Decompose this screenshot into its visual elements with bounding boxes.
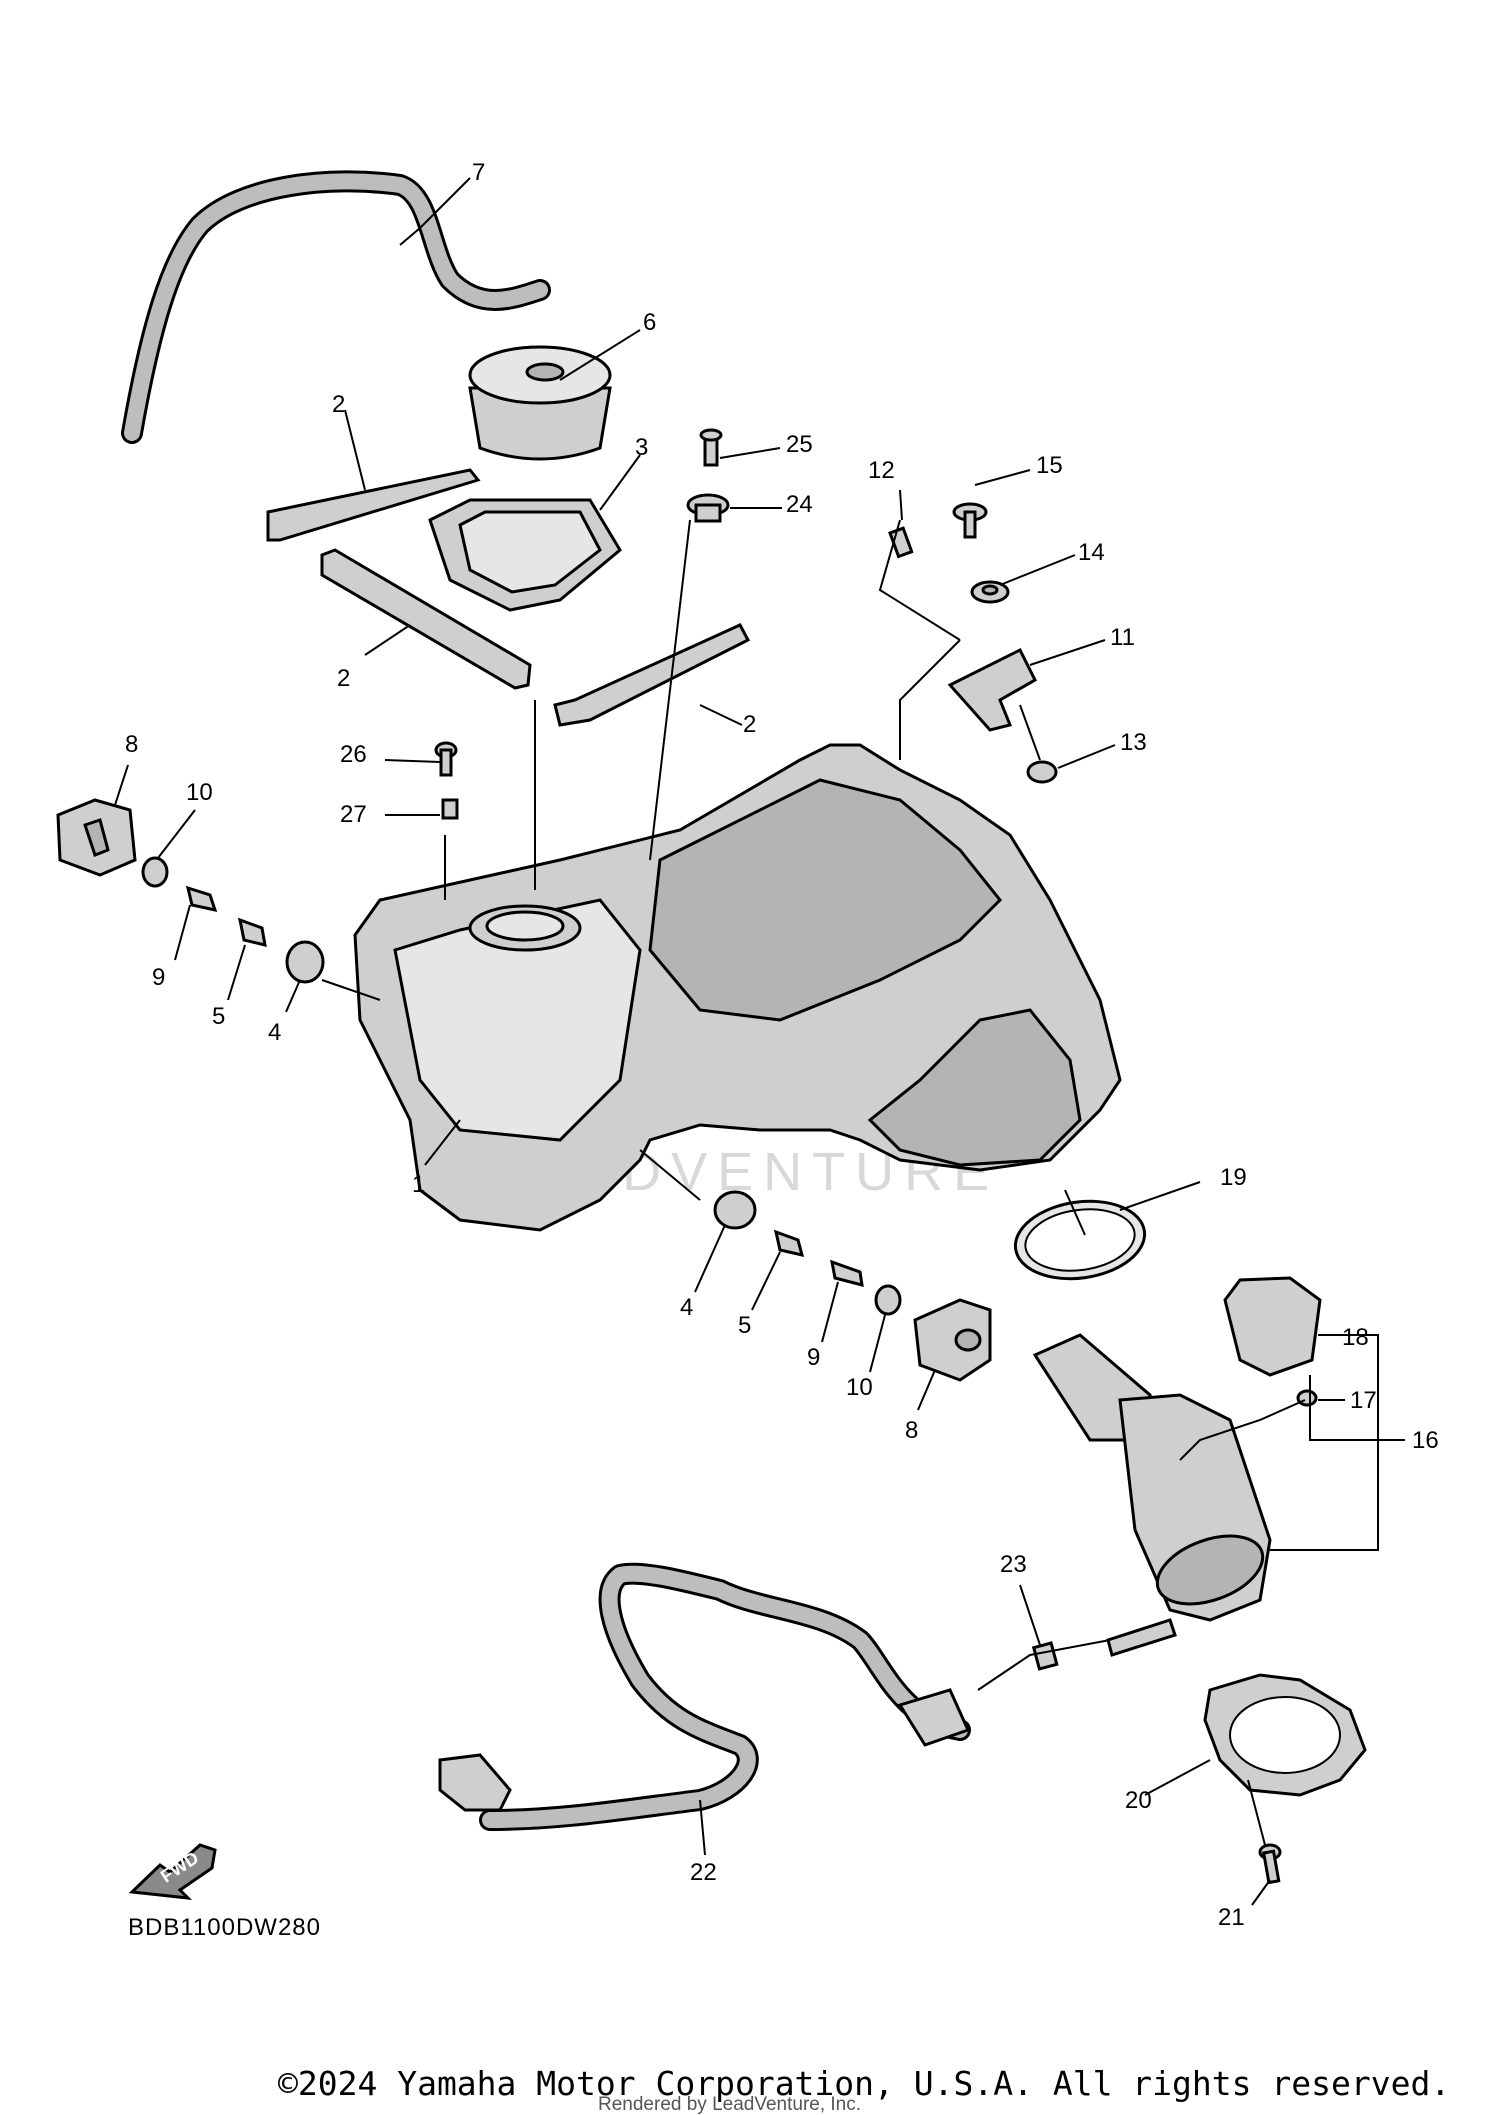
callout-11: 11 bbox=[1110, 624, 1135, 651]
part-4-damper-left[interactable] bbox=[285, 940, 325, 984]
callout-25: 25 bbox=[786, 431, 813, 458]
part-19-o-ring[interactable] bbox=[1010, 1193, 1149, 1286]
callout-8a: 8 bbox=[125, 731, 138, 758]
part-14-collar[interactable] bbox=[970, 580, 1010, 604]
callout-1: 1 bbox=[412, 1171, 425, 1198]
callout-23: 23 bbox=[1000, 1551, 1027, 1578]
callout-9a: 9 bbox=[152, 964, 165, 991]
callout-15: 15 bbox=[1036, 452, 1063, 479]
part-9-bolt-left[interactable] bbox=[185, 885, 218, 913]
callout-3: 3 bbox=[635, 434, 648, 461]
callout-6: 6 bbox=[643, 309, 656, 336]
part-1-fuel-tank[interactable] bbox=[353, 743, 1122, 1232]
part-6-fuel-cap[interactable] bbox=[468, 345, 612, 461]
part-3-cap-cover[interactable] bbox=[428, 498, 622, 612]
callout-16: 16 bbox=[1412, 1427, 1439, 1454]
part-2-protector-upper[interactable] bbox=[266, 468, 481, 542]
callout-5b: 5 bbox=[738, 1312, 751, 1339]
part-8-cover-left[interactable] bbox=[56, 798, 137, 877]
part-15-bolt[interactable] bbox=[952, 502, 988, 539]
callout-12: 12 bbox=[868, 457, 895, 484]
callout-13: 13 bbox=[1120, 729, 1147, 756]
callout-22: 22 bbox=[690, 1859, 717, 1886]
part-18-filter[interactable] bbox=[1223, 1276, 1322, 1377]
diagram-code: BDB1100DW280 bbox=[128, 1914, 321, 1941]
part-10-washer-left[interactable] bbox=[141, 856, 169, 888]
part-24-damper[interactable] bbox=[686, 493, 730, 523]
renderer-credit: Rendered by LeadVenture, Inc. bbox=[598, 2094, 861, 2115]
callout-27: 27 bbox=[340, 801, 367, 828]
part-2-protector-middle[interactable] bbox=[320, 548, 532, 690]
callout-18: 18 bbox=[1342, 1324, 1369, 1351]
part-11-bracket[interactable] bbox=[947, 647, 1037, 732]
part-23-clamp[interactable] bbox=[1031, 1641, 1059, 1671]
callout-14: 14 bbox=[1078, 539, 1105, 566]
callout-24: 24 bbox=[786, 491, 813, 518]
part-8-cover-right[interactable] bbox=[913, 1298, 992, 1382]
callout-20: 20 bbox=[1125, 1787, 1152, 1814]
callout-9b: 9 bbox=[807, 1344, 820, 1371]
part-16-fuel-pump-assy[interactable] bbox=[1032, 1333, 1272, 1657]
part-25-screw[interactable] bbox=[699, 428, 723, 467]
callout-2b: 2 bbox=[337, 665, 350, 692]
callout-2a: 2 bbox=[332, 391, 345, 418]
part-2-protector-lower[interactable] bbox=[553, 623, 751, 727]
copyright-notice: ©2024 Yamaha Motor Corporation, U.S.A. A… bbox=[278, 2064, 1450, 2103]
callouts: 7 6 2 3 2 2 25 24 12 15 14 11 13 26 27 8… bbox=[125, 159, 1439, 1931]
part-5-collar-left[interactable] bbox=[238, 917, 267, 947]
callout-21: 21 bbox=[1218, 1904, 1245, 1931]
callout-8b: 8 bbox=[905, 1417, 918, 1444]
part-4-damper-right[interactable] bbox=[713, 1190, 757, 1230]
fwd-arrow-icon: FWD bbox=[128, 1843, 217, 1900]
part-27-nut[interactable] bbox=[441, 798, 459, 820]
leader-lines bbox=[114, 177, 1405, 1906]
callout-26: 26 bbox=[340, 741, 367, 768]
callout-4a: 4 bbox=[268, 1019, 281, 1046]
part-21-bolt[interactable] bbox=[1258, 1843, 1282, 1885]
part-9-bolt-right[interactable] bbox=[830, 1259, 864, 1288]
callout-2c: 2 bbox=[743, 711, 756, 738]
callout-4b: 4 bbox=[680, 1294, 693, 1321]
callout-10b: 10 bbox=[846, 1374, 873, 1401]
callout-17: 17 bbox=[1350, 1387, 1377, 1414]
callout-19: 19 bbox=[1220, 1164, 1247, 1191]
part-5-collar-right[interactable] bbox=[773, 1229, 805, 1258]
part-13-nut[interactable] bbox=[1026, 760, 1058, 784]
part-26-bolt[interactable] bbox=[434, 741, 458, 777]
part-7-vent-hose[interactable] bbox=[121, 170, 551, 444]
callout-10a: 10 bbox=[186, 779, 213, 806]
callout-7: 7 bbox=[472, 159, 485, 186]
callout-5a: 5 bbox=[212, 1003, 225, 1030]
part-10-washer-right[interactable] bbox=[874, 1284, 902, 1316]
part-20-set-plate[interactable] bbox=[1203, 1673, 1367, 1797]
part-22-fuel-hose[interactable] bbox=[438, 1562, 971, 1831]
